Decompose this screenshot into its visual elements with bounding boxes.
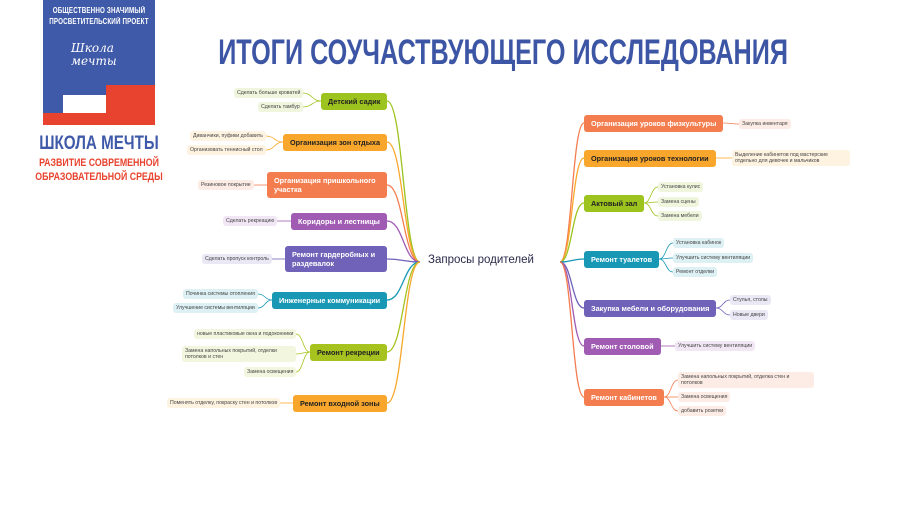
branch-node[interactable]: Организация уроков физкультуры [584,114,724,132]
connector [257,299,273,309]
connector [715,307,731,316]
branch-node[interactable]: Закупка мебели и оборудования [584,299,717,317]
leaf-item[interactable]: Улучшить систему вентиляции [675,341,756,351]
logo-name: ШКОЛА МЕЧТЫ [39,133,159,154]
branch-node[interactable]: Актовый зал [584,194,645,212]
leaf-item[interactable]: Закупка инвентаря [739,119,791,129]
logo-sub2: ОБРАЗОВАТЕЛЬНОЙ СРЕДЫ [35,171,163,183]
branch-node[interactable]: Ремонт столовой [584,337,661,355]
connector [302,100,322,108]
leaf-item[interactable]: Стулья, столы [730,295,771,305]
connector [386,258,421,263]
connector [386,141,421,263]
branch-node[interactable]: Ремонт гардеробных и раздевалок [285,246,387,272]
branch-node[interactable]: Ремонт рекреции [310,343,387,361]
leaf-item[interactable]: Организовать теннисный стол [187,145,266,155]
connector [386,261,421,404]
leaf-item[interactable]: Замена сцены [658,197,699,207]
leaf-item[interactable]: Замена напольных покрытий, отделки потол… [182,346,296,362]
leaf-item[interactable]: Замена напольных покрытий, отделка стен … [678,372,814,388]
leaf-item[interactable]: Установка кулис [658,182,704,192]
connector [643,186,659,204]
logo-base [43,113,155,125]
leaf-item[interactable]: Установка кабинок [673,238,725,248]
branch-node[interactable]: Организация уроков технологии [584,149,716,167]
logo-building-red [106,85,155,113]
branch-node[interactable]: Ремонт кабинетов [584,388,664,406]
leaf-item[interactable]: добавить розетки [678,406,727,416]
leaf-item[interactable]: Сделать тамбур [258,102,303,112]
leaf-item[interactable]: Сделать больше кроватей [234,88,304,98]
branch-node[interactable]: Коридоры и лестницы [291,212,387,230]
logo-sub1: РАЗВИТИЕ СОВРЕМЕННОЙ [39,157,159,169]
connector [386,100,421,263]
leaf-item[interactable]: Улучшение системы вентиляции [173,303,258,313]
leaf-item[interactable]: Замена освещения [678,392,731,402]
logo-building-white [63,95,106,113]
leaf-item[interactable]: Улучшить систему вентиляции [673,253,754,263]
connector [715,299,731,309]
connector [663,396,679,412]
connector [559,157,585,263]
leaf-item[interactable]: Новые двери [730,310,768,320]
connector [386,220,421,263]
connector [295,351,311,373]
leaf-item[interactable]: Поменять отделку, покраску стен и потолк… [167,398,281,408]
branch-node[interactable]: Ремонт входной зоны [293,394,387,412]
connector [559,202,585,263]
connector [257,293,273,301]
logo-line2: ПРОСВЕТИТЕЛЬСКИЙ ПРОЕКТ [49,17,149,26]
leaf-item[interactable]: Ремонт отделки [673,267,718,277]
project-logo: ОБЩЕСТВЕННО ЗНАЧИМЫЙ ПРОСВЕТИТЕЛЬСКИЙ ПР… [43,0,155,125]
connector [559,258,585,263]
connector [559,261,585,398]
branch-node[interactable]: Ремонт туалетов [584,250,660,268]
branch-node[interactable]: Инженерные коммуникации [272,291,388,309]
leaf-item[interactable]: Диванчики, пуфики добавить [190,131,267,141]
leaf-item[interactable]: Замена освещения [244,367,297,377]
connector [295,333,311,353]
logo-script-2: мечты [71,54,117,68]
central-topic: Запросы родителей [428,254,534,266]
connector [265,141,284,151]
connector [643,202,659,217]
branch-node[interactable]: Организация пришкольного участка [267,172,387,198]
connector [663,379,679,398]
connector [265,135,284,143]
branch-node[interactable]: Детский садик [321,92,388,110]
logo-script-1: Школа [71,41,114,55]
branch-node[interactable]: Организация зон отдыха [283,133,388,151]
leaf-item[interactable]: Замена мебели [658,211,702,221]
logo-line1: ОБЩЕСТВЕННО ЗНАЧИМЫЙ [52,6,146,15]
connector [302,92,322,102]
connector [386,261,421,353]
connector [559,122,585,263]
leaf-item[interactable]: Выделение кабинетов под мастерские отдел… [732,150,850,166]
leaf-item[interactable]: Резиновое покрытие [198,180,254,190]
leaf-item[interactable]: Починка системы отопления [183,289,258,299]
leaf-item[interactable]: Сделать пропуск контроль [202,254,272,264]
leaf-item[interactable]: Сделать рекреацию [223,216,278,226]
connector [658,242,674,260]
connector [386,261,421,301]
connector [722,122,740,125]
connector [658,258,674,273]
leaf-item[interactable]: новые пластиковые окна и подоконники [194,329,297,339]
connector [386,184,421,263]
